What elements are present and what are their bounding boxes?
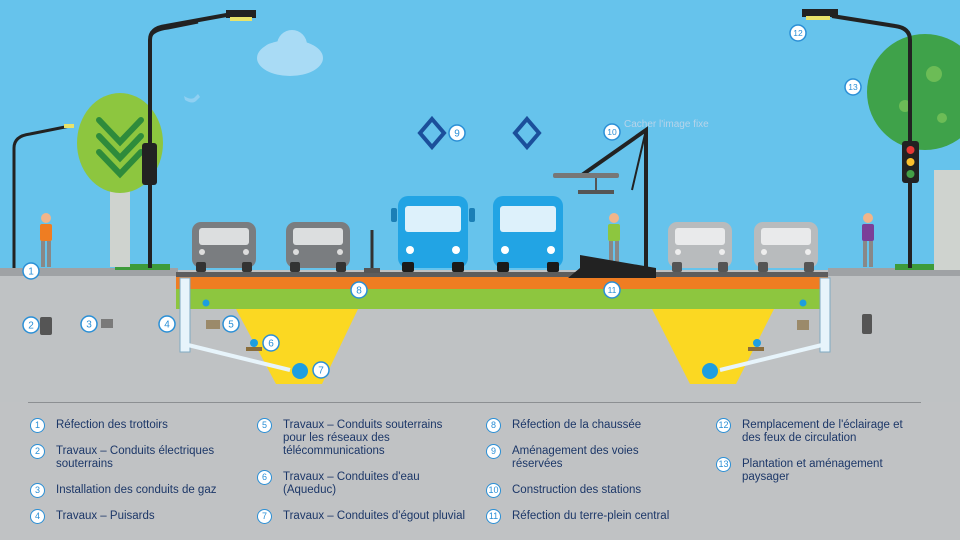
bus-station — [553, 126, 656, 278]
marker-9: 9 — [448, 124, 466, 142]
svg-text:8: 8 — [356, 286, 362, 297]
car-4 — [754, 222, 818, 272]
pedestrian-left — [40, 213, 52, 267]
svg-text:4: 4 — [164, 320, 170, 331]
car-1 — [192, 222, 256, 272]
bus-1 — [391, 196, 475, 272]
marker-2: 2 — [22, 316, 40, 334]
bus-2 — [493, 196, 563, 272]
car-2 — [286, 222, 350, 272]
median-post — [364, 230, 380, 273]
telecom-conduit-left — [202, 299, 210, 307]
marker-7: 7 — [312, 361, 330, 379]
catch-basin-left — [179, 277, 291, 372]
svg-text:6: 6 — [268, 339, 274, 350]
marker-5: 5 — [222, 315, 240, 333]
catch-basin-right — [719, 277, 831, 372]
svg-text:13: 13 — [848, 82, 858, 92]
car-3 — [668, 222, 732, 272]
marker-8: 8 — [350, 281, 368, 299]
sidewalk-left — [0, 268, 178, 276]
telecom-duct-left — [206, 320, 220, 329]
svg-text:10: 10 — [607, 127, 617, 137]
svg-text:9: 9 — [454, 129, 460, 140]
marker-4: 4 — [158, 315, 176, 333]
water-pipe-bed-left — [246, 347, 262, 351]
cloud-icon — [257, 30, 323, 76]
water-pipe-bed-right — [748, 347, 764, 351]
marker-1: 1 — [22, 262, 40, 280]
asphalt-layer — [176, 272, 828, 277]
marker-6: 6 — [262, 334, 280, 352]
svg-text:2: 2 — [28, 321, 34, 332]
electrical-conduit — [40, 317, 52, 335]
street-lamp-left-small — [12, 124, 74, 268]
marker-3: 3 — [80, 315, 98, 333]
marker-10: 10 — [603, 123, 621, 141]
reserved-lane-diamond-icon — [417, 115, 447, 151]
sidewalk-right — [828, 268, 960, 276]
marker-12: 12 — [789, 24, 807, 42]
water-pipe-right — [753, 339, 761, 347]
tree-right — [867, 34, 960, 270]
tree-left — [77, 93, 163, 267]
electrical-conduit-right — [862, 314, 872, 334]
marker-11: 11 — [603, 281, 621, 299]
pedestrian-right — [862, 213, 874, 267]
traffic-light-icon — [902, 141, 919, 183]
reserved-lane-diamond-icon — [512, 115, 542, 151]
green-layer — [176, 289, 828, 309]
telecom-conduit-right — [799, 299, 807, 307]
water-pipe-left — [250, 339, 258, 347]
marker-13: 13 — [844, 78, 862, 96]
orange-layer — [176, 277, 828, 289]
legend-divider — [28, 402, 921, 403]
grass-left — [115, 264, 170, 270]
telecom-duct-right — [797, 320, 809, 330]
gas-conduit — [101, 319, 113, 328]
svg-text:5: 5 — [228, 320, 234, 331]
svg-text:1: 1 — [28, 267, 34, 278]
svg-text:3: 3 — [86, 320, 92, 331]
svg-text:12: 12 — [793, 28, 803, 38]
storm-sewer-pipe-right — [702, 363, 718, 379]
storm-sewer-pipe-left — [292, 363, 308, 379]
svg-text:11: 11 — [608, 285, 617, 295]
grass-right — [895, 264, 960, 270]
pedestrian-station — [608, 213, 620, 267]
svg-text:7: 7 — [318, 366, 324, 377]
bird-icon — [184, 94, 200, 103]
hide-image-caption[interactable]: Cacher l'image fixe — [624, 119, 709, 130]
street-lamp-right — [802, 9, 912, 268]
street-lamp-left-large — [142, 10, 256, 268]
